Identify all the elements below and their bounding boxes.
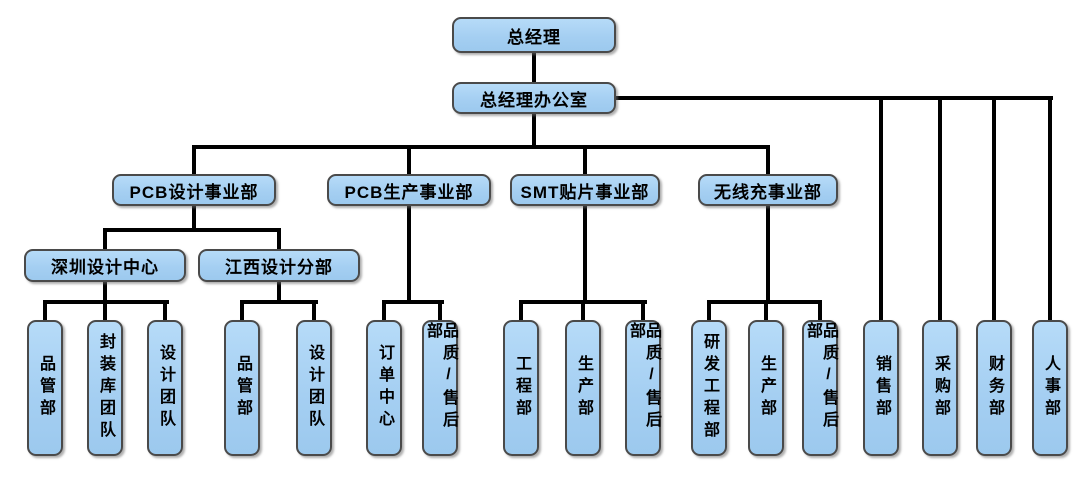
connector-jiangxi-bus [240,300,318,304]
node-wl-production-dept: 生产部 [748,320,784,456]
connector-pcb-production-down [407,206,411,304]
connector-drop-jx-design [312,304,316,320]
node-package-library-team: 封装库团队 [87,320,123,456]
connector-jiangxi-down [277,282,281,304]
connector-drop-hr [1048,100,1052,320]
node-sz-quality-dept: 品管部 [27,320,63,456]
node-order-center: 订单中心 [366,320,402,456]
connector-drop-wl-rd [707,304,711,320]
node-label: 设计团队 [157,344,174,432]
connector-drop-smt-production [581,304,585,320]
connector-drop-purchasing [938,100,942,320]
connector-office-right-bus [616,96,1053,100]
node-wl-quality-aftersales-dept: 品质/售后部 [802,320,838,456]
node-label: 生产部 [575,355,592,421]
node-pcb-production-division: PCB生产事业部 [327,174,491,206]
connector-drop-smt-quality [641,304,645,320]
node-label: 品质/售后部 [627,322,660,433]
node-label: 总经理 [507,27,561,47]
node-pcbp-quality-aftersales-dept: 品质/售后部 [422,320,458,456]
connector-ceo-office [532,53,536,82]
node-jx-design-team: 设计团队 [296,320,332,456]
connector-drop-smt-engineering [519,304,523,320]
connector-wireless-down [766,206,770,304]
node-gm-office: 总经理办公室 [452,82,616,114]
node-smt-production-dept: 生产部 [565,320,601,456]
connector-drop-pcbp-quality [438,304,442,320]
connector-drop-smt [583,149,587,174]
node-label: 销售部 [873,355,890,421]
node-hr-dept: 人事部 [1032,320,1068,456]
connector-divisions-bus [192,145,770,149]
connector-drop-pcb-design [192,149,196,174]
connector-pcb-production-bus [382,300,444,304]
node-label: 总经理办公室 [480,90,588,110]
node-label: 生产部 [758,355,775,421]
node-label: 设计团队 [306,344,323,432]
node-finance-dept: 财务部 [976,320,1012,456]
connector-drop-pcb-production [407,149,411,174]
node-purchasing-dept: 采购部 [922,320,958,456]
node-general-manager: 总经理 [452,17,616,53]
connector-drop-order-center [382,304,386,320]
node-wireless-charging-division: 无线充事业部 [698,174,838,206]
node-label: 采购部 [932,355,949,421]
node-sz-design-team: 设计团队 [147,320,183,456]
node-smt-engineering-dept: 工程部 [503,320,539,456]
connector-drop-jx-quality [240,304,244,320]
node-label: SMT贴片事业部 [520,182,650,202]
node-label: 人事部 [1042,355,1059,421]
node-smt-quality-aftersales-dept: 品质/售后部 [625,320,661,456]
connector-drop-sz-quality [43,304,47,320]
connector-drop-wl-quality [818,304,822,320]
connector-design-centers-bus [103,228,281,232]
node-label: PCB设计事业部 [129,182,259,202]
node-sales-dept: 销售部 [863,320,899,456]
connector-shenzhen-bus [43,300,169,304]
node-shenzhen-design-center: 深圳设计中心 [24,249,186,282]
node-label: 研发工程部 [701,333,718,443]
node-label: 品管部 [234,355,251,421]
connector-drop-sz-design [163,304,167,320]
node-label: 品质/售后部 [804,322,837,433]
connector-drop-sz-package [103,304,107,320]
node-smt-division: SMT贴片事业部 [510,174,660,206]
node-wl-rd-engineering-dept: 研发工程部 [691,320,727,456]
node-label: 品质/售后部 [424,322,457,433]
node-label: 工程部 [513,355,530,421]
node-label: PCB生产事业部 [344,182,474,202]
node-label: 品管部 [37,355,54,421]
connector-office-down [532,113,536,149]
node-pcb-design-division: PCB设计事业部 [112,174,276,206]
node-label: 深圳设计中心 [51,258,159,277]
connector-drop-finance [992,100,996,320]
connector-shenzhen-down [103,282,107,304]
connector-drop-wireless [766,149,770,174]
node-label: 订单中心 [376,344,393,432]
node-label: 财务部 [986,355,1003,421]
connector-pcb-design-down [192,206,196,232]
node-label: 封装库团队 [97,333,114,443]
connector-smt-down [583,206,587,304]
connector-drop-jiangxi [277,232,281,249]
node-jiangxi-design-branch: 江西设计分部 [198,249,360,282]
connector-drop-sales [879,100,883,320]
node-label: 无线充事业部 [714,182,822,202]
node-label: 江西设计分部 [225,258,333,277]
connector-smt-bus [519,300,647,304]
connector-wireless-bus [707,300,822,304]
node-jx-quality-dept: 品管部 [224,320,260,456]
connector-drop-shenzhen [103,232,107,249]
connector-drop-wl-production [764,304,768,320]
